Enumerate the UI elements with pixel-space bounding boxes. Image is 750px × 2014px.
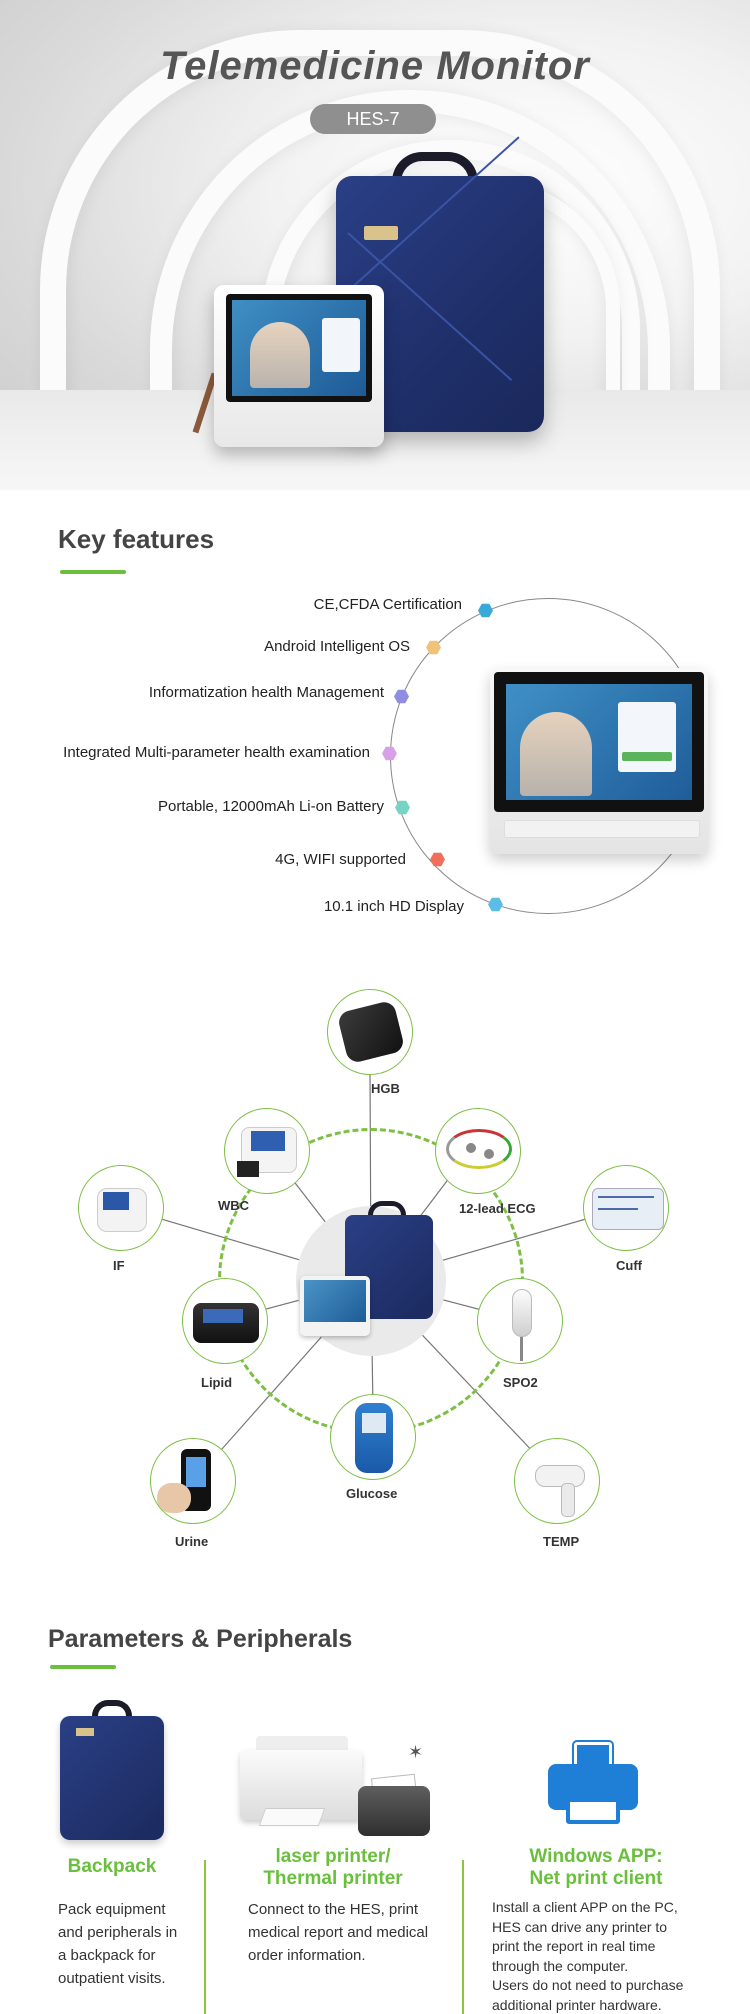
column-divider [204,1860,206,2014]
title-line: Net print client [529,1868,663,1889]
net-printer-tray [566,1798,620,1824]
text-line: medical report and medical [248,1924,429,1941]
peripheral-label-spo2: SPO2 [503,1375,538,1390]
thermal-printer-image [358,1786,430,1836]
peripheral-label-glucose: Glucose [346,1486,398,1501]
peripheral-label-lipid: Lipid [201,1375,233,1390]
text-line: Install a client APP on the PC, [492,1899,678,1915]
column-title-printer: laser printer/ Thermal printer [228,1846,438,1890]
peripheral-label-hgb: HGB [371,1081,400,1096]
text-line: HES can drive any printer to [492,1918,668,1935]
hero-banner [0,0,750,490]
peripheral-lipid-image [182,1278,268,1364]
hexagon-bullet-icon [430,852,445,867]
hub-bag-handle [368,1201,406,1219]
peripheral-label-wbc: WBC [218,1198,250,1213]
hexagon-bullet-icon [382,746,397,761]
monitor-screen-button [622,752,672,761]
bag-handle [392,152,478,192]
peripheral-label-urine: Urine [175,1534,209,1549]
peripheral-spo2-image [477,1278,563,1364]
column-title-netprint: Windows APP: Net print client [496,1846,696,1890]
feature-label: 4G, WIFI supported [275,851,406,868]
text-line: print the report in real time [492,1938,656,1954]
peripheral-glucose-image [330,1394,416,1480]
peripheral-hgb-image [327,989,413,1075]
peripheral-if-image [78,1165,164,1251]
backpack-logo [76,1728,94,1736]
hexagon-bullet-icon [488,897,503,912]
hexagon-bullet-icon [394,689,409,704]
column-text-printer: Connect to the HES, print medical report… [248,1898,458,1967]
text-line: order information. [248,1947,366,1964]
peripheral-wbc-image [224,1108,310,1194]
column-divider [462,1860,464,2014]
feature-label: Android Intelligent OS [264,638,410,655]
tablet-screen-panel [322,318,360,372]
feature-label: 10.1 inch HD Display [323,898,464,915]
bag-logo [364,226,398,240]
feature-label: Informatization health Management [148,684,384,701]
feature-label: Portable, 12000mAh Li-on Battery [158,798,384,815]
text-line: outpatient visits. [58,1970,166,1987]
heading-underline [50,1665,116,1669]
text-line: a backpack for [58,1947,156,1964]
laser-printer-tray [258,1808,326,1826]
backpack-product-image [60,1716,164,1840]
peripheral-ecg-image [435,1108,521,1194]
hexagon-bullet-icon [478,603,493,618]
hexagon-bullet-icon [426,640,441,655]
tablet-screen-people [250,322,310,388]
bluetooth-icon: ✶ [408,1742,424,1762]
params-heading: Parameters & Peripherals [48,1625,353,1653]
text-line: additional printer hardware. [492,1996,662,2013]
title-line: Windows APP: [529,1846,663,1867]
hub-tablet-screen [304,1280,366,1322]
key-features-heading: Key features [58,524,215,554]
column-text-netprint: Install a client APP on the PC, HES can … [492,1898,732,2014]
heading-underline [60,570,126,574]
peripheral-label-ecg: 12-lead ECG [459,1201,536,1216]
text-line: and peripherals in [58,1924,178,1941]
hexagon-bullet-icon [395,800,410,815]
column-text-backpack: Pack equipment and peripherals in a back… [58,1898,208,1990]
text-line: Connect to the HES, print [248,1901,419,1918]
text-line: Users do not need to purchase [492,1977,684,1993]
peripheral-label-cuff: Cuff [616,1258,642,1273]
peripheral-temp-image [514,1438,600,1524]
column-title-backpack: Backpack [67,1856,157,1877]
title-line: Thermal printer [263,1868,403,1889]
title-line: laser printer/ [275,1846,391,1867]
model-badge: HES-7 [310,104,436,134]
text-line: through the computer. [492,1957,629,1974]
peripheral-urine-image [150,1438,236,1524]
monitor-screen-people [520,712,592,796]
monitor-button-bar [504,820,700,838]
peripheral-cuff-image [583,1165,669,1251]
feature-label: CE,CFDA Certification [313,596,462,613]
peripheral-label-if: IF [113,1258,125,1273]
peripheral-label-temp: TEMP [543,1534,580,1549]
hero-title: Telemedicine Monitor [160,44,590,88]
text-line: Pack equipment [58,1901,166,1918]
feature-label: Integrated Multi-parameter health examin… [63,744,370,761]
backpack-handle [92,1700,132,1720]
